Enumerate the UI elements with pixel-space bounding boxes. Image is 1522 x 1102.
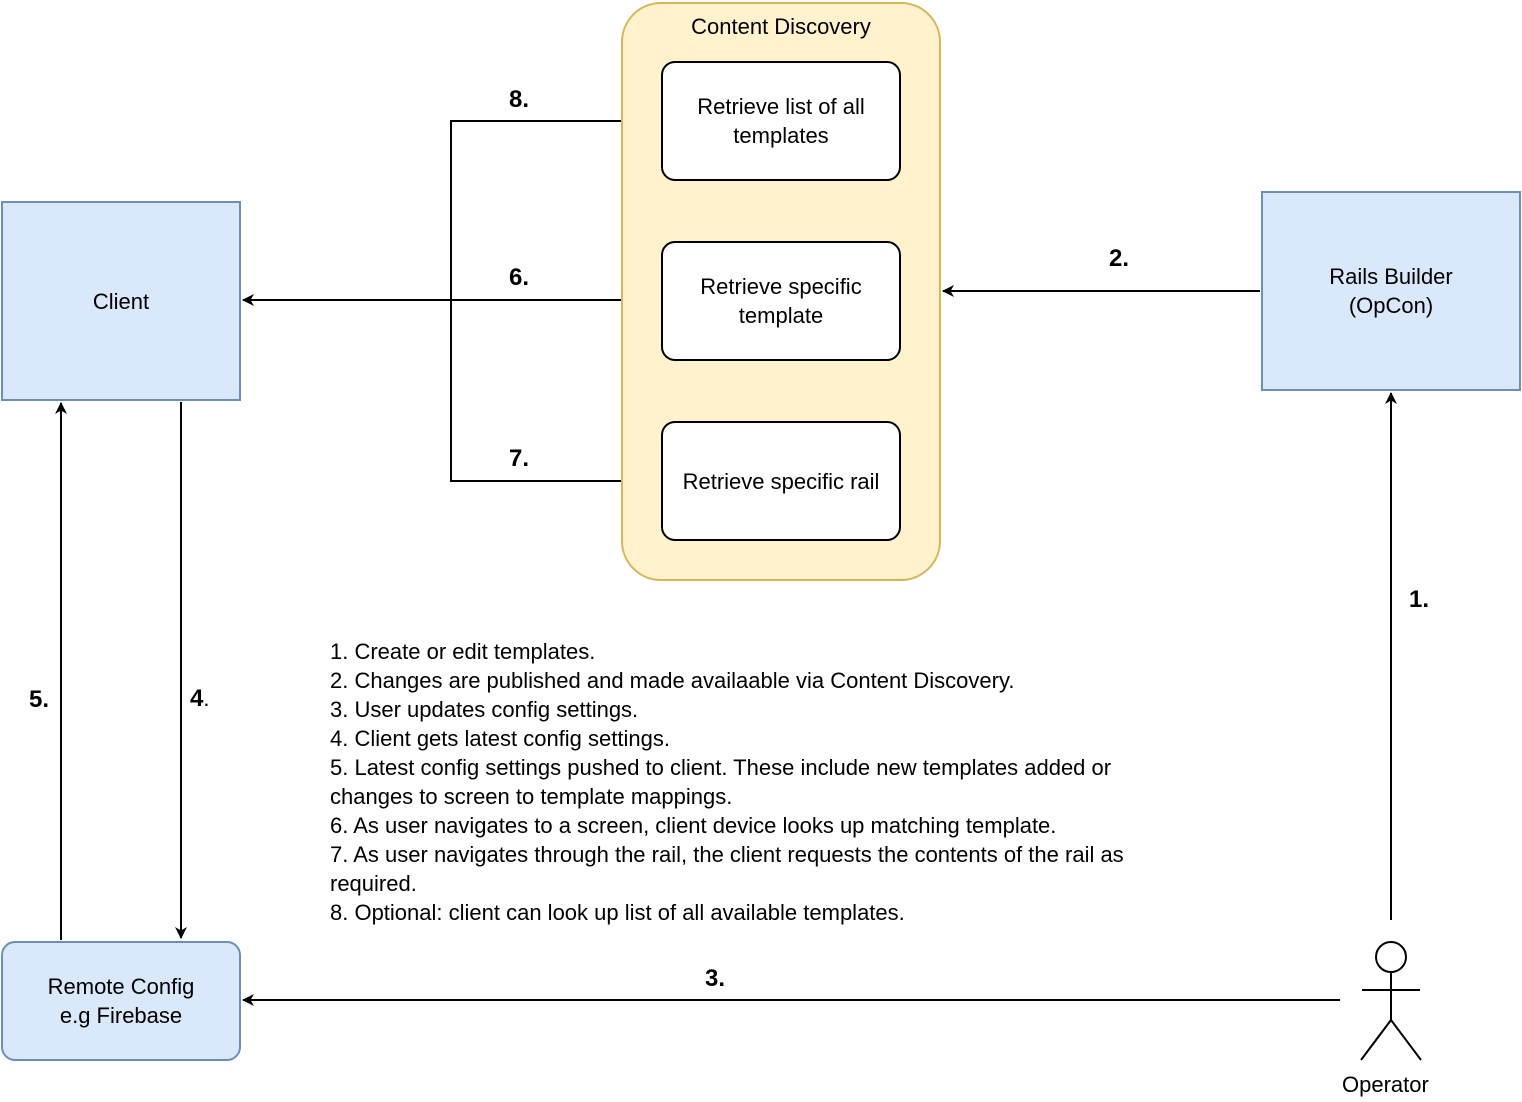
note-item: 1. Create or edit templates. — [330, 639, 596, 664]
edge-client-to-retrieve-all — [450, 115, 660, 300]
retrieve-specific-template-node: Retrieve specific template — [661, 241, 901, 361]
step-label-1: 1. — [1409, 586, 1430, 613]
note-item: 2. Changes are published and made availa… — [330, 668, 1015, 693]
retrieve-all-templates-label: Retrieve list of all templates — [697, 94, 865, 148]
step-label-3: 3. — [705, 965, 726, 992]
retrieve-specific-template-label: Retrieve specific template — [700, 274, 862, 328]
step-label-4: 4. — [190, 685, 209, 713]
step-label-2: 2. — [1109, 245, 1130, 272]
note-item: 8. Optional: client can look up list of … — [330, 900, 905, 925]
rails-builder-node: Rails Builder (OpCon) — [1261, 191, 1521, 391]
remote-config-label: Remote Config e.g Firebase — [47, 974, 195, 1028]
retrieve-specific-rail-label: Retrieve specific rail — [682, 468, 880, 494]
content-discovery-title: Content Discovery — [691, 14, 871, 39]
step-label-4-number: 4 — [190, 685, 204, 712]
note-item: 4. Client gets latest config settings. — [330, 726, 670, 751]
step-label-6: 6. — [509, 264, 530, 291]
rails-builder-label: Rails Builder (OpCon) — [1329, 264, 1453, 318]
step-label-7: 7. — [509, 445, 530, 472]
retrieve-all-templates-node: Retrieve list of all templates — [661, 61, 901, 181]
note-item: 3. User updates config settings. — [330, 697, 639, 722]
step-label-4-dot: . — [203, 686, 210, 711]
operator-label: Operator — [1342, 1072, 1429, 1097]
remote-config-node: Remote Config e.g Firebase — [1, 941, 241, 1061]
retrieve-specific-rail-node: Retrieve specific rail — [661, 421, 901, 541]
note-item: 6. As user navigates to a screen, client… — [330, 813, 1057, 838]
step-label-5: 5. — [29, 686, 50, 713]
client-node: Client — [1, 201, 241, 401]
operator-actor-icon — [1360, 941, 1422, 1061]
note-item: 7. As user navigates through the rail, t… — [330, 842, 1124, 896]
note-item: 5. Latest config settings pushed to clie… — [330, 755, 1112, 809]
edge-client-to-retrieve-rail — [450, 300, 660, 487]
step-descriptions: 1. Create or edit templates. 2. Changes … — [330, 637, 1210, 927]
client-label: Client — [92, 288, 150, 314]
step-label-8: 8. — [509, 86, 530, 113]
